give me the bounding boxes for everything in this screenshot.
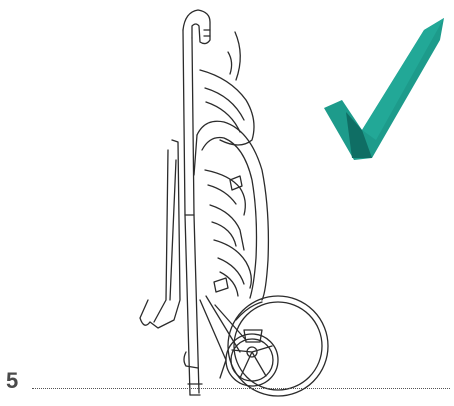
check-icon bbox=[324, 18, 444, 160]
step-number: 5 bbox=[6, 370, 18, 392]
dotted-divider bbox=[32, 388, 450, 389]
